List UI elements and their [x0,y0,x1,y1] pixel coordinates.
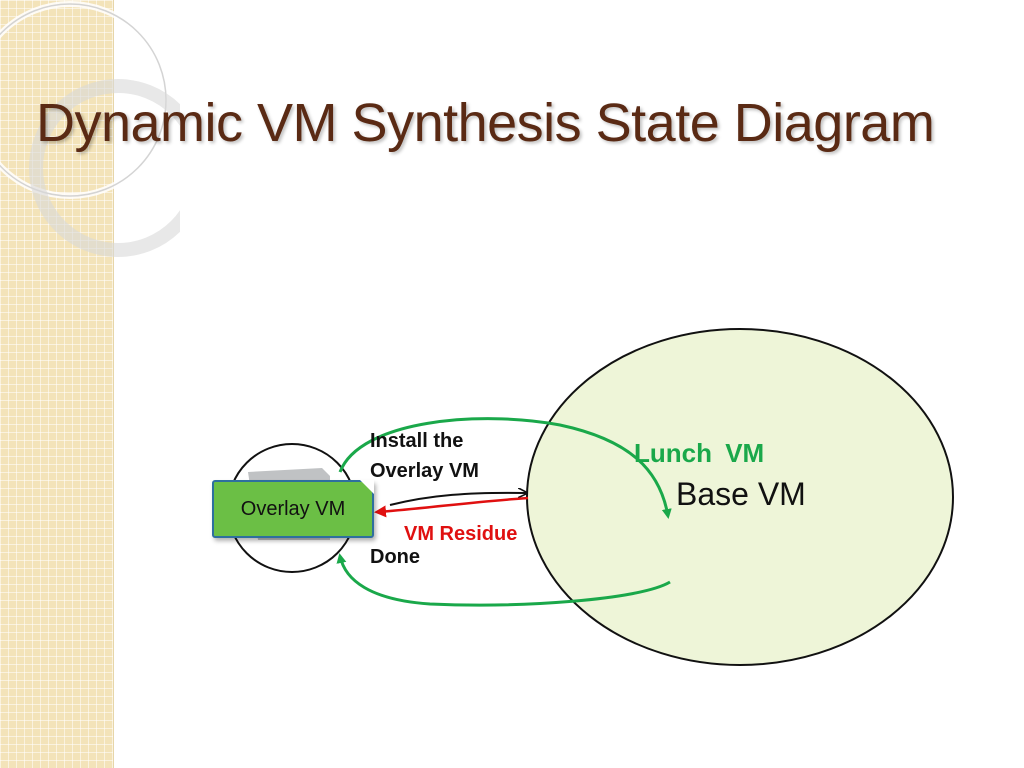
slide-title: Dynamic VM Synthesis State Diagram [36,93,935,153]
install-label: Install the Overlay VM [370,426,479,486]
vm-residue-label: VM Residue [404,523,518,545]
install-label-line1: Install the [370,430,464,452]
decorative-grid-strip [0,0,114,768]
base-vm-label: Base VM [676,476,806,512]
lunch-vm-label: Lunch VM [634,438,765,468]
install-arrow [389,493,526,506]
done-label: Done [370,546,420,568]
overlay-vm-label: Overlay VM [240,497,346,520]
overlay-vm-box: Overlay VM [212,480,374,538]
residue-arrow [374,496,529,518]
install-green-arc [338,417,672,519]
done-green-arc [336,553,671,607]
install-label-line2: Overlay VM [370,460,479,482]
decorative-arcs [0,1,180,257]
